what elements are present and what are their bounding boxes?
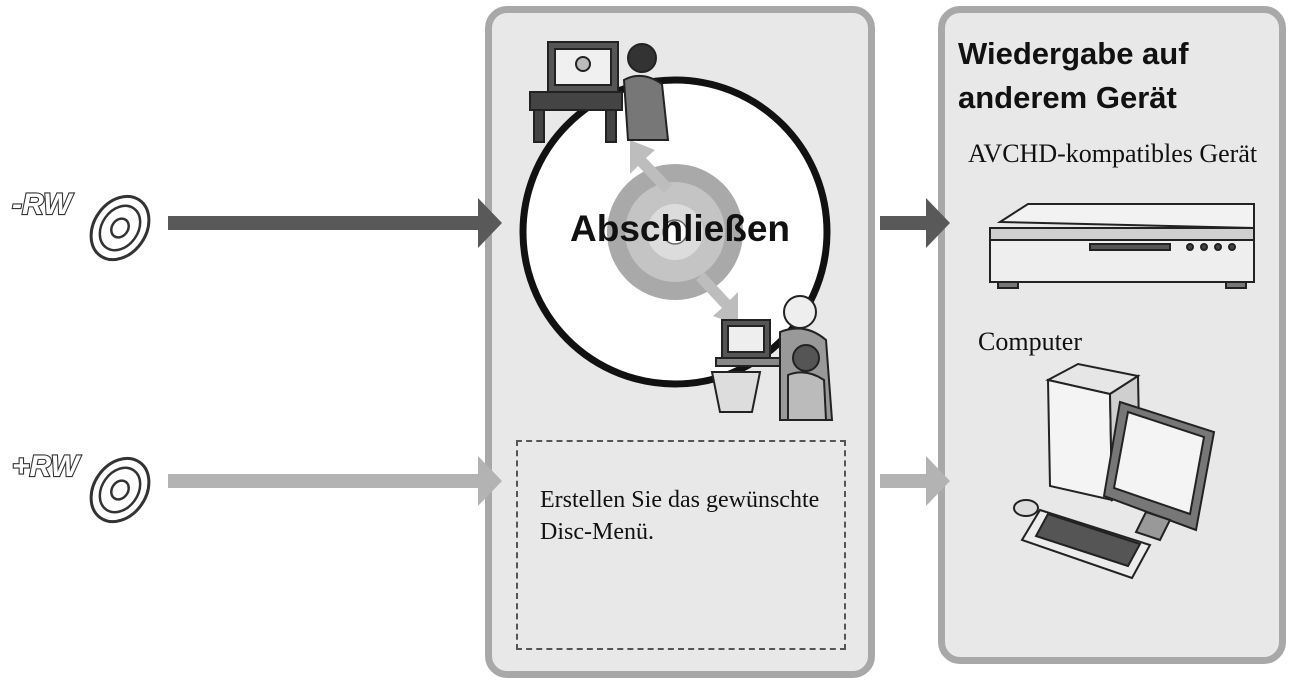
arrow-finalize-to-playback [880,198,950,248]
rw-minus-label: -RW [12,188,74,221]
device-label-avchd: AVCHD-kompatibles Gerät [968,139,1258,168]
playback-arrows-icon [630,140,738,325]
arrow-menu-to-playback [880,456,950,506]
tv-viewer-icon [529,41,670,143]
computer-icon [1013,362,1216,580]
device-label-computer: Computer [978,327,1082,356]
playback-title: Wiedergabe auf anderem Gerät [958,36,1189,115]
arrow-rw-minus-to-finalize [168,198,502,248]
rw-minus-disc-icon [89,194,151,262]
laptop-viewers-icon [710,295,834,421]
menu-note-text: Erstellen Sie das gewünschte Disc-Menü. [540,487,820,545]
arrow-rw-plus-to-menu [168,456,502,506]
disc-player-icon [989,203,1255,289]
disc-icon [519,76,831,388]
menu-note-box [516,440,846,650]
rw-plus-disc-icon [89,456,151,524]
finalize-label: Abschließen [570,208,790,249]
rw-plus-label: +RW [12,450,82,483]
